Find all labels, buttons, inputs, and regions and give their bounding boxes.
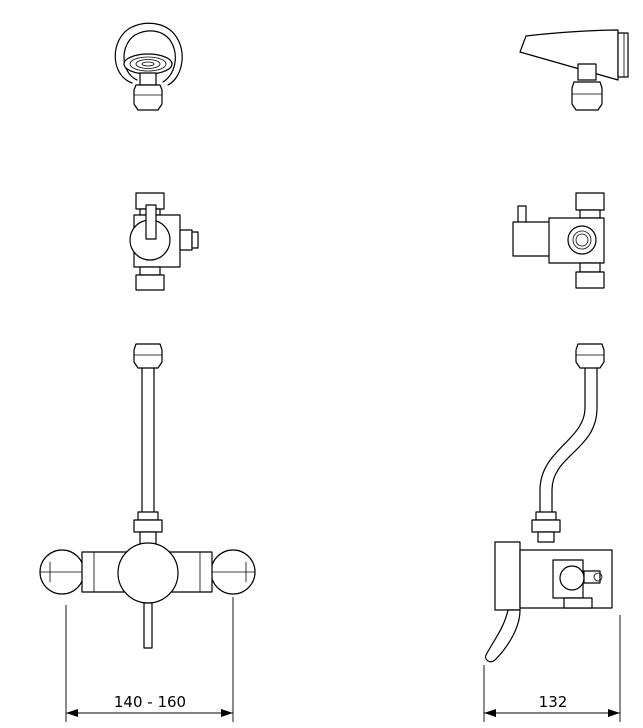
dimension-depth: 132	[483, 615, 621, 722]
mixer-body-side-top-view	[512, 192, 605, 289]
shower-head-front-view	[114, 22, 183, 111]
depth-dimension-label: 132	[539, 693, 568, 711]
side-elevation	[485, 343, 613, 663]
shower-head-side-view	[519, 29, 629, 111]
width-dimension-label: 140 - 160	[114, 693, 186, 711]
front-elevation	[39, 343, 256, 649]
mixer-body-top-view	[129, 192, 199, 291]
dimension-width: 140 - 160	[65, 597, 234, 722]
